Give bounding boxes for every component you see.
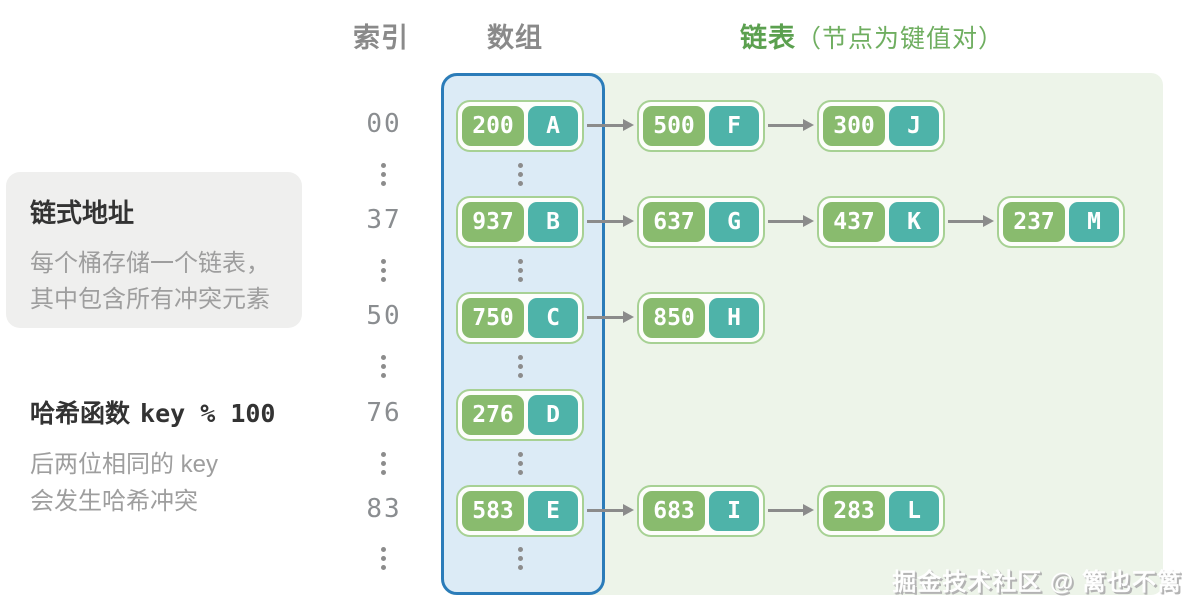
- node-value: J: [889, 106, 939, 146]
- node-value: H: [709, 298, 759, 338]
- info-panel-line1: 每个桶存储一个链表，: [30, 250, 270, 277]
- hash-function-title: 哈希函数 key % 100: [30, 394, 275, 430]
- bucket-index-label: 50: [366, 301, 402, 331]
- node-value: G: [709, 202, 759, 242]
- vertical-ellipsis-icon: [381, 355, 386, 378]
- bucket-index-label: 00: [366, 109, 402, 139]
- vertical-ellipsis-icon: [518, 163, 523, 186]
- vertical-ellipsis-icon: [518, 355, 523, 378]
- info-panel-title: 链式地址: [30, 198, 135, 228]
- hash-function-title-text: 哈希函数: [30, 400, 131, 428]
- chaining-info-panel: 链式地址 每个桶存储一个链表， 其中包含所有冲突元素: [6, 172, 302, 328]
- node-value: B: [528, 202, 578, 242]
- hash-function-formula: key % 100: [140, 399, 276, 428]
- bucket-index-label: 37: [366, 205, 402, 235]
- vertical-ellipsis-icon: [381, 452, 386, 475]
- arrow-icon: [768, 504, 814, 516]
- hash-note-line2: 会发生哈希冲突: [30, 488, 198, 515]
- watermark: 掘金技术社区 @ 篱也不篱: [892, 569, 1182, 596]
- arrow-icon: [587, 119, 634, 131]
- node-key: 237: [1003, 202, 1065, 242]
- arrow-icon: [587, 311, 634, 323]
- arrow-icon: [768, 119, 814, 131]
- node-value: K: [889, 202, 939, 242]
- node-value: D: [528, 395, 578, 435]
- info-panel-line2: 其中包含所有冲突元素: [30, 286, 270, 313]
- node-value: E: [528, 491, 578, 531]
- node-key: 683: [643, 491, 705, 531]
- arrow-icon: [587, 504, 634, 516]
- vertical-ellipsis-icon: [518, 547, 523, 570]
- bucket-index-label: 83: [366, 494, 402, 524]
- array-column-header: 数组: [487, 23, 543, 53]
- node-key: 437: [823, 202, 885, 242]
- bucket-index-label: 76: [366, 398, 402, 428]
- node-value: C: [528, 298, 578, 338]
- node-key: 276: [462, 395, 524, 435]
- node-key: 583: [462, 491, 524, 531]
- linked-list-note: （节点为键值对）: [796, 25, 1005, 53]
- node-value: M: [1069, 202, 1119, 242]
- hash-note-line1: 后两位相同的 key: [30, 451, 219, 478]
- arrow-icon: [768, 215, 814, 227]
- node-value: L: [889, 491, 939, 531]
- node-value: A: [528, 106, 578, 146]
- node-key: 300: [823, 106, 885, 146]
- node-key: 937: [462, 202, 524, 242]
- hash-function-note: 哈希函数 key % 100 后两位相同的 key 会发生哈希冲突: [30, 394, 275, 520]
- arrow-icon: [948, 215, 994, 227]
- linked-list-column-header: 链表（节点为键值对）: [740, 16, 1004, 55]
- node-value: I: [709, 491, 759, 531]
- vertical-ellipsis-icon: [381, 163, 386, 186]
- index-column-header: 索引: [353, 23, 409, 53]
- node-key: 637: [643, 202, 705, 242]
- vertical-ellipsis-icon: [381, 547, 386, 570]
- linked-list-label: 链表: [740, 23, 796, 53]
- node-key: 750: [462, 298, 524, 338]
- vertical-ellipsis-icon: [518, 452, 523, 475]
- node-key: 283: [823, 491, 885, 531]
- node-key: 200: [462, 106, 524, 146]
- node-key: 500: [643, 106, 705, 146]
- vertical-ellipsis-icon: [518, 259, 523, 282]
- arrow-icon: [587, 215, 634, 227]
- vertical-ellipsis-icon: [381, 259, 386, 282]
- node-value: F: [709, 106, 759, 146]
- node-key: 850: [643, 298, 705, 338]
